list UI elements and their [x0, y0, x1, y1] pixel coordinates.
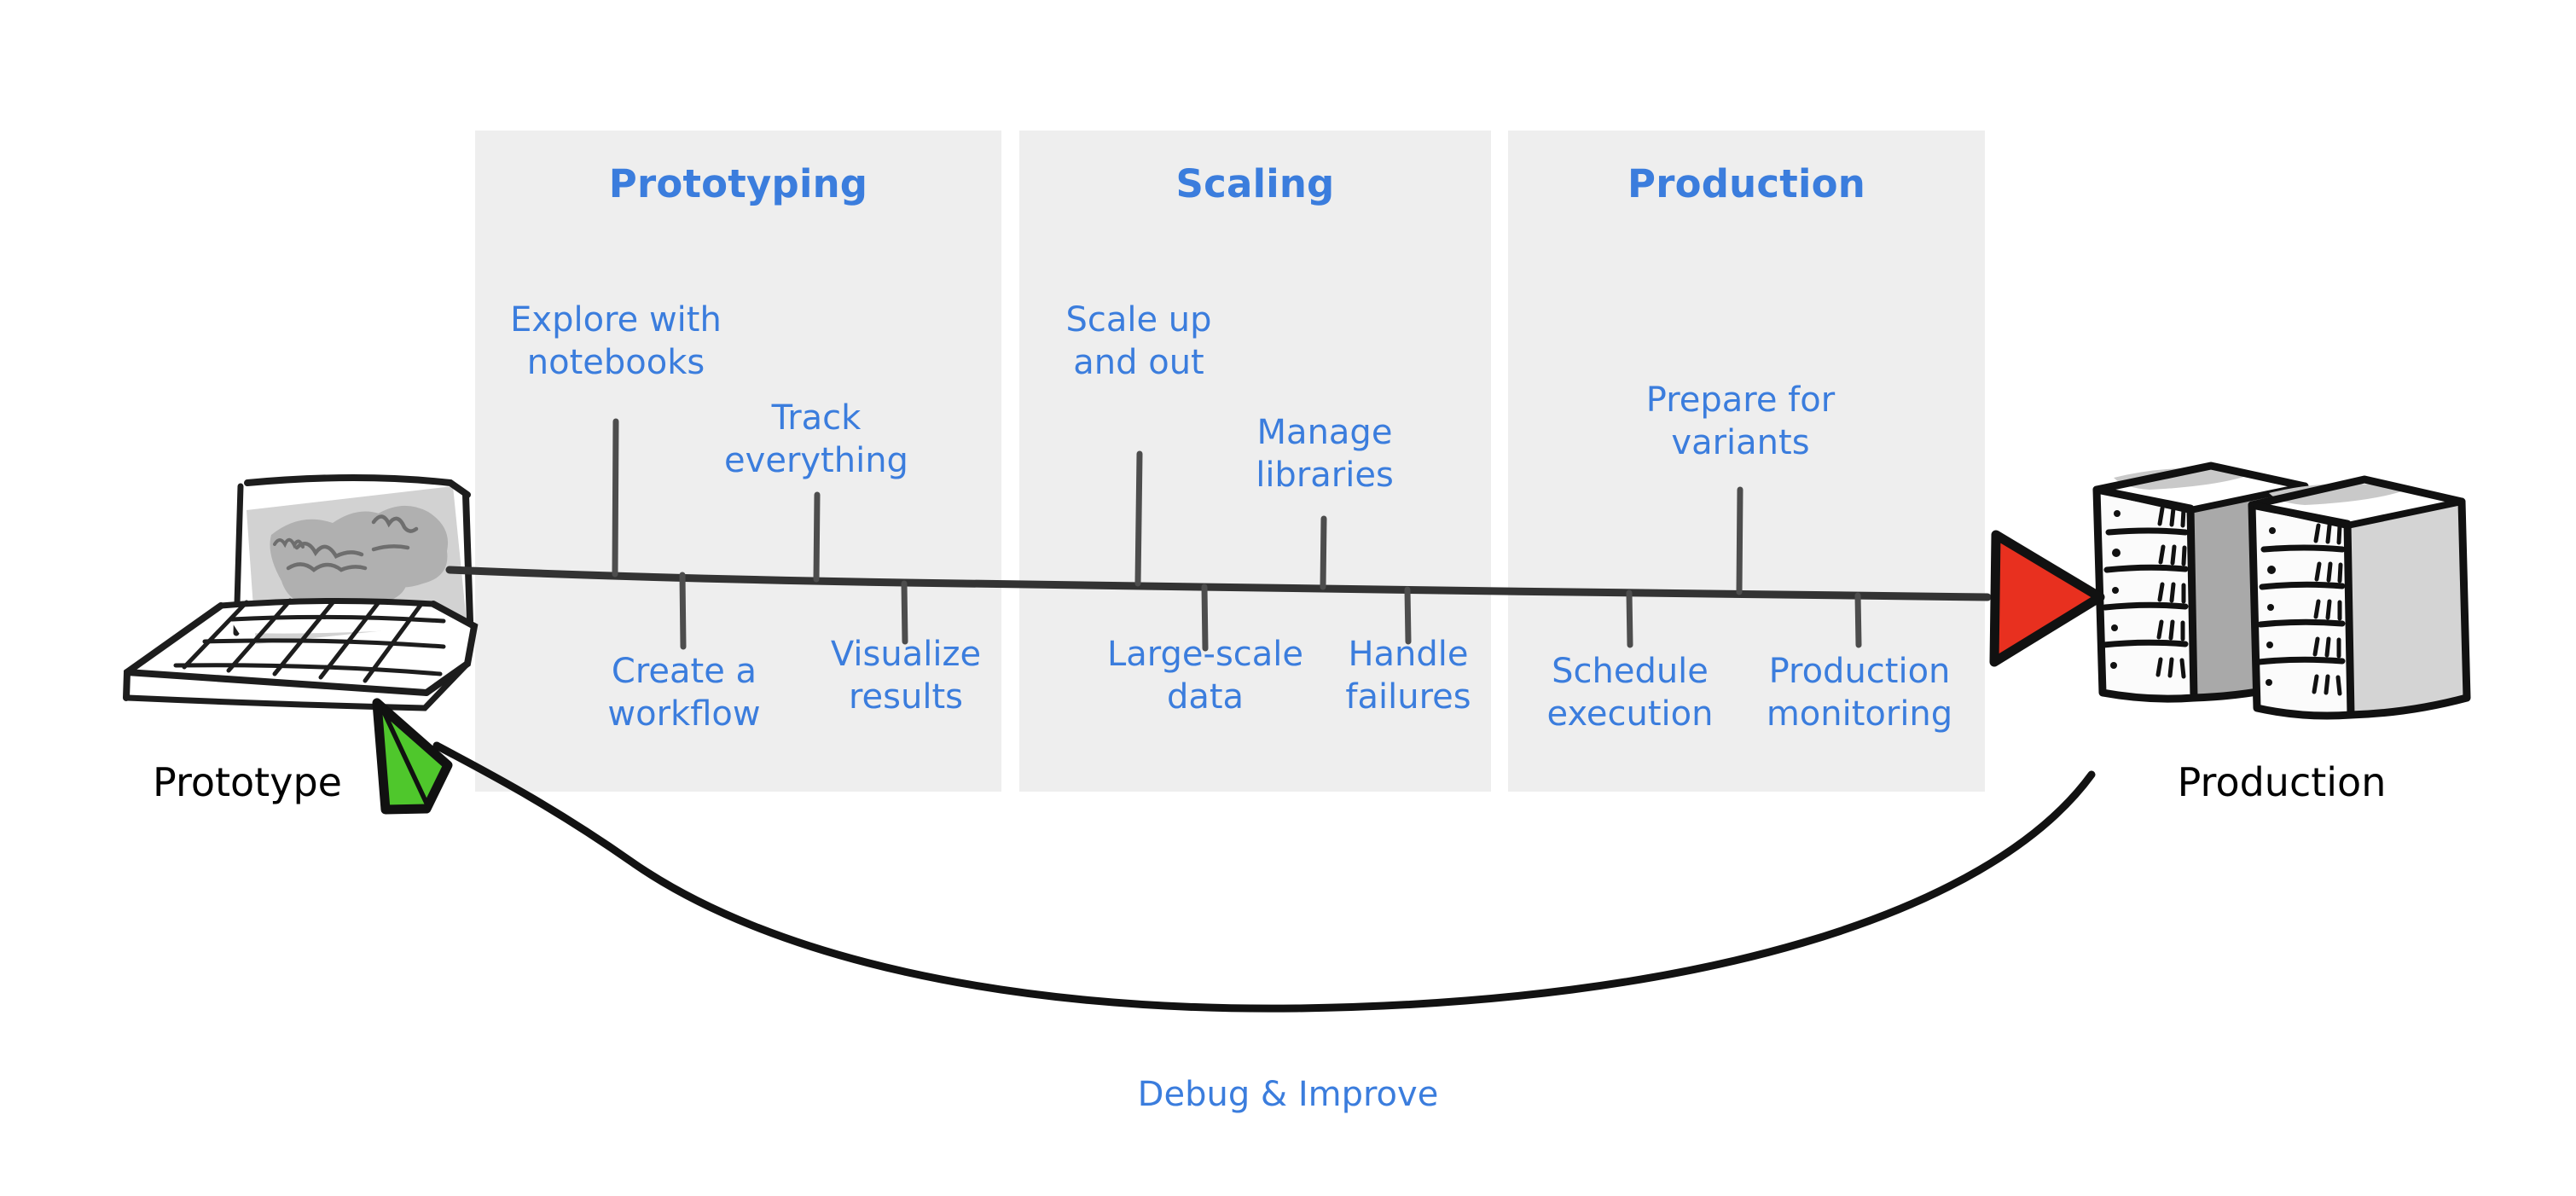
laptop-squiggle-3: [286, 562, 368, 572]
milestone-label-visualize-results: Visualize results: [830, 635, 982, 717]
timeline-ticks-below: [679, 572, 1862, 652]
rack-right-shelf-1: [2260, 544, 2346, 553]
forward-arrowhead: [1989, 530, 2105, 667]
milestone-label-schedule-execution: Schedule execution: [1546, 652, 1714, 734]
laptop-key-line-h1: [229, 614, 446, 624]
stage-title-scaling: Scaling: [1175, 161, 1335, 206]
milestone-label-create-a-workflow: Create a workflow: [607, 652, 761, 734]
stage-panel-production: Production: [1508, 131, 1985, 792]
laptop-key-line-d3: [272, 598, 337, 676]
rack-right-leds: [2266, 527, 2276, 686]
milestone-label-manage-libraries: Manage libraries: [1256, 413, 1394, 496]
rack-right-side-face: [2347, 502, 2465, 715]
laptop-screen-edge-top: [244, 474, 471, 498]
laptop-squiggle-4: [371, 514, 419, 533]
rack-right-side-outline: [2347, 497, 2471, 719]
rack-right-vents: [2312, 523, 2343, 696]
rack-right-shelf-3: [2257, 618, 2346, 628]
laptop-squiggle-1: [273, 537, 305, 549]
endpoint-label-production: Production: [2177, 759, 2387, 805]
feedback-curve: [432, 741, 2096, 1013]
rack-right-shelf-2: [2259, 581, 2346, 590]
endpoint-label-prototype: Prototype: [153, 759, 342, 805]
milestone-label-large-scale-data: Large-scale data: [1106, 635, 1304, 717]
laptop-deck-bottom-edge: [124, 669, 430, 696]
feedback-arrowhead: [372, 698, 453, 815]
server-rack-icon: [2092, 462, 2471, 720]
milestone-label-scale-up-and-out: Scale up and out: [1065, 300, 1212, 383]
rack-left-shelf-1: [2105, 527, 2189, 536]
laptop-deck-left-edge: [123, 602, 224, 701]
stage-panel-prototyping: Prototyping: [475, 131, 1001, 792]
laptop-screen-edge-right: [462, 491, 473, 624]
rack-right-shelf-4: [2255, 656, 2346, 665]
feedback-loop-label: Debug & Improve: [1137, 1075, 1439, 1114]
milestone-label-track-everything: Track everything: [724, 398, 908, 481]
stage-title-prototyping: Prototyping: [608, 161, 868, 206]
milestone-label-explore-with-notebooks: Explore with notebooks: [510, 300, 722, 383]
milestone-label-prepare-for-variants: Prepare for variants: [1645, 380, 1836, 463]
timeline-ticks-above: [612, 418, 1743, 595]
rack-left-shelf-4: [2100, 639, 2189, 648]
laptop-key-line-d1: [182, 600, 249, 670]
rack-left-top-outline: [2092, 462, 2309, 494]
laptop-squiggle-2: [294, 541, 364, 559]
rack-left-shelf-3: [2102, 601, 2189, 611]
laptop-key-line-h2: [202, 638, 446, 649]
laptop-key-line-h3: [173, 663, 443, 676]
rack-left-vents: [2155, 506, 2187, 679]
laptop-deck-right-edge: [423, 601, 479, 696]
milestone-label-handle-failures: Handle failures: [1345, 635, 1471, 717]
milestone-label-production-monitoring: Production monitoring: [1766, 652, 1953, 734]
rack-right-top-shade: [2269, 483, 2407, 505]
rack-left-top-front-edge: [2097, 483, 2306, 514]
laptop-base-front: [125, 660, 471, 711]
rack-left-leds: [2110, 510, 2121, 669]
laptop-key-line-d2: [226, 598, 293, 673]
rack-left-shelf-2: [2103, 564, 2189, 573]
stage-panel-scaling: Scaling: [1019, 131, 1491, 792]
rack-right-top-outline: [2248, 475, 2466, 509]
rack-left-top-shade: [2114, 467, 2252, 490]
laptop-icon: [123, 474, 479, 711]
laptop-squiggle-5: [371, 544, 410, 552]
stage-title-production: Production: [1627, 161, 1865, 206]
rack-right-top-front-edge: [2253, 498, 2463, 529]
